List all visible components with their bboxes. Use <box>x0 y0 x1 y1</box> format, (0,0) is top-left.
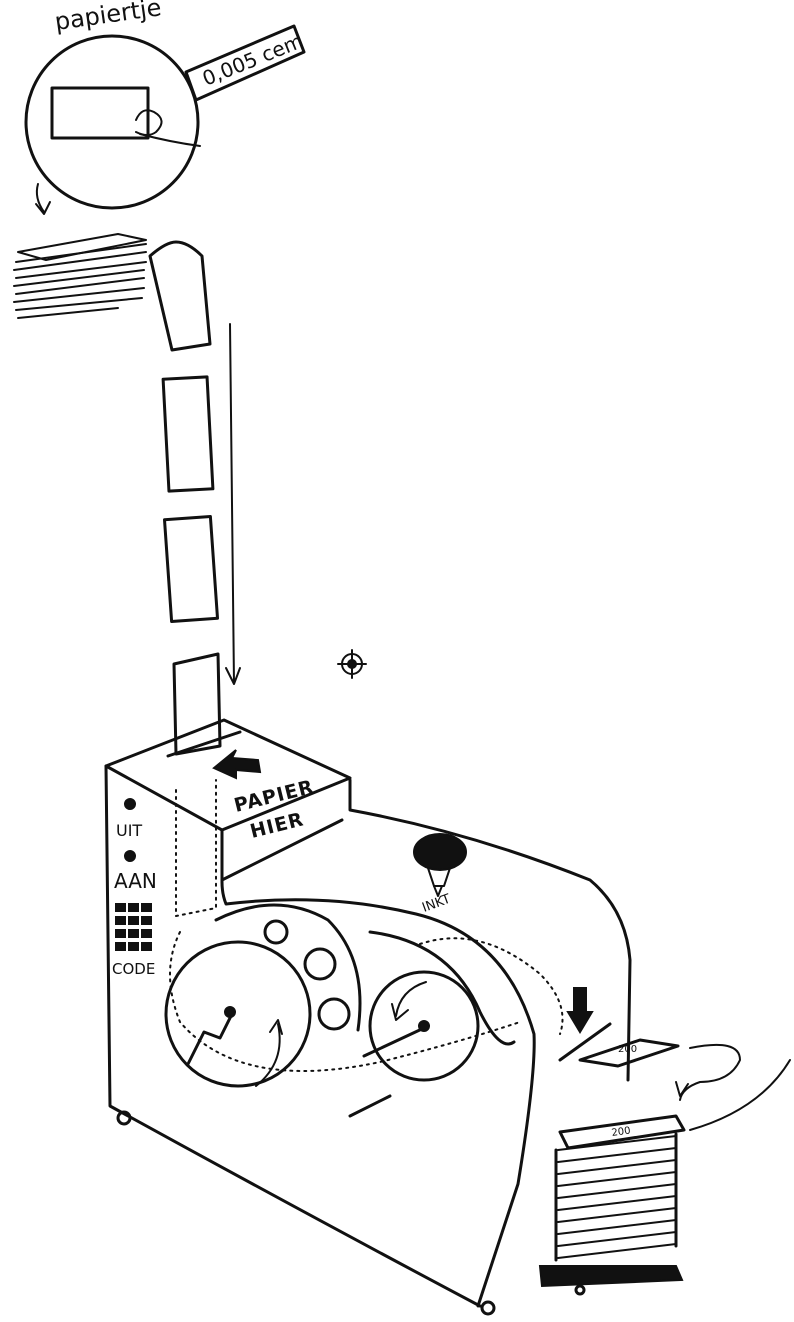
registration-mark-icon <box>338 650 366 678</box>
paper-sheet-icon <box>163 377 213 491</box>
paper-here-line1: PAPIER <box>232 776 316 817</box>
rotate-arrow-icon <box>392 982 426 1020</box>
stack-banknote-value: 200 <box>611 1125 631 1139</box>
arrow-down-icon <box>568 988 592 1032</box>
paper-label: papiertje <box>53 0 163 36</box>
gauge-icon <box>305 949 335 979</box>
curved-arrow-icon <box>676 1045 740 1100</box>
off-label: UIT <box>116 821 142 840</box>
paper-sheet-icon <box>164 517 217 622</box>
control-panel: UIT AAN CODE <box>112 799 157 978</box>
curled-paper-icon <box>150 242 210 350</box>
ink-funnel-group: INKT <box>414 834 466 916</box>
lever-handle-icon[interactable] <box>350 1096 390 1116</box>
tray-icon <box>540 1266 682 1286</box>
ink-label: INKT <box>420 892 452 916</box>
falling-papers <box>150 242 240 754</box>
hand-pinch-icon <box>136 110 200 146</box>
wheel-icon <box>482 1302 494 1314</box>
code-label: CODE <box>112 960 155 978</box>
magnifier-group: papiertje 0,005 cem <box>26 0 307 214</box>
banknote-value: 200 <box>618 1044 637 1055</box>
crank-handle-icon[interactable] <box>188 1014 232 1064</box>
paper-stack-top <box>14 234 146 318</box>
rotate-arrow-icon <box>256 1020 282 1086</box>
machine-body <box>106 720 630 1314</box>
machine-top-surface <box>350 780 630 1080</box>
gauge-icon <box>265 921 287 943</box>
output-slot <box>560 1024 610 1060</box>
arrow-down-icon <box>226 324 240 684</box>
paper-entering-icon <box>174 654 220 754</box>
machine-front-face <box>222 882 534 1306</box>
paper-here-line2: HIER <box>248 808 306 843</box>
paper-slot <box>168 732 240 756</box>
curved-arrow-down-icon <box>36 184 50 214</box>
single-paper-icon <box>52 88 148 138</box>
rollers <box>166 905 514 1116</box>
arrow-up-icon <box>214 750 260 778</box>
on-light-icon[interactable] <box>125 851 135 861</box>
money-stack: 200 <box>540 1116 684 1294</box>
off-light-icon[interactable] <box>125 799 135 809</box>
ink-funnel-icon <box>414 834 466 870</box>
gauge-icon <box>319 999 349 1029</box>
output-area: 200 <box>560 988 790 1130</box>
on-label: AAN <box>114 869 157 893</box>
code-keypad[interactable] <box>116 904 151 950</box>
